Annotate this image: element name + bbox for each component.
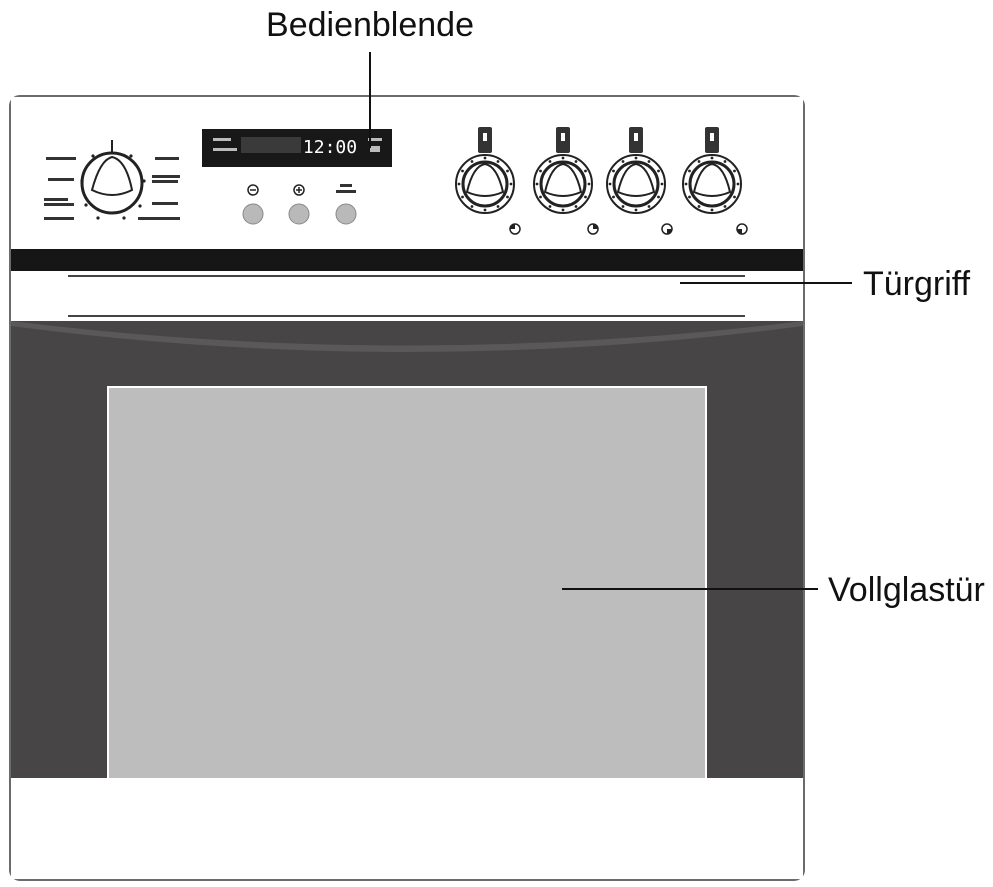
clock-display: 12:00 [202,129,392,167]
knob-tick [710,156,714,160]
display-label-mark [370,146,380,152]
knob-tick [723,205,727,208]
knob-tick [612,169,615,173]
knob-tick [574,160,578,163]
function-selector-knob[interactable] [80,140,146,220]
knob-tick [733,195,736,199]
knob-tick [612,195,615,199]
mode-label-mark [336,190,356,193]
knob-tick [461,169,464,173]
plus-icon [293,184,305,196]
door-top-curve [11,321,803,352]
callout-control-panel: Bedienblende [266,6,474,44]
knob-tick [657,195,660,199]
knob-tick [710,208,714,212]
mode-button[interactable] [335,203,357,225]
knob-tick [647,205,651,208]
knob-tick [657,169,660,173]
hob-knob-1[interactable] [455,127,521,235]
knob-tick [548,205,552,208]
display-label-mark [213,138,231,141]
knob-tick [647,160,651,163]
callout-glass-door: Vollglastür [828,571,985,609]
knob-tick [736,182,740,186]
knob-tick [539,195,542,199]
knob-tick [548,160,552,163]
knob-tick [584,195,587,199]
knob-tick [587,182,591,186]
hob-knob-3[interactable] [606,127,673,235]
knob-tick [457,182,461,186]
knob-tick [539,169,542,173]
callout-door-handle: Türgriff [863,265,971,303]
plus-button[interactable] [288,203,310,225]
knob-tick [470,205,474,208]
knob-tick [723,160,727,163]
mode-button-group[interactable] [335,184,357,225]
knob-tick [697,205,701,208]
door-handle-area [11,271,803,321]
knob-tick [621,205,625,208]
minus-icon [247,184,259,196]
knob-tick [697,160,701,163]
knob-tick-marks [457,156,740,212]
knob-tick [483,208,487,212]
knob-tick [506,169,509,173]
control-panel: 12:00 [11,97,803,249]
knob-tick [634,156,638,160]
knob-tick [688,169,691,173]
knob-tick [561,156,565,160]
display-time: 12:00 [303,137,357,158]
knob-tick [584,169,587,173]
knob-tick [509,182,513,186]
knob-tick [608,182,612,186]
control-panel-face [11,97,803,249]
knob-tick [688,195,691,199]
hob-knob-2[interactable] [533,127,599,235]
knob-tick [574,205,578,208]
knob-tick [535,182,539,186]
mode-label-mark [340,184,352,187]
knob-tick [461,195,464,199]
knob-tick [660,182,664,186]
knob-tick [470,160,474,163]
display-segment-area [241,137,301,153]
plus-button-group[interactable] [288,184,310,225]
oven-door [11,321,803,780]
knob-tick [621,160,625,163]
bottom-strip [11,779,803,879]
door-handle[interactable] [11,271,803,321]
knob-tick [733,169,736,173]
display-label-mark [213,148,237,151]
knob-tick [506,195,509,199]
knob-tick [496,205,500,208]
knob-tick [684,182,688,186]
display-label-mark [368,138,382,141]
function-label-marks [44,157,180,220]
minus-button[interactable] [242,203,264,225]
panel-black-band [11,249,803,271]
knob-tick [496,160,500,163]
knob-tick [561,208,565,212]
minus-button-group[interactable] [242,184,264,225]
hob-knob-4[interactable] [682,127,748,235]
knob-tick [483,156,487,160]
knob-tick [634,208,638,212]
glass-door-window [107,386,707,780]
